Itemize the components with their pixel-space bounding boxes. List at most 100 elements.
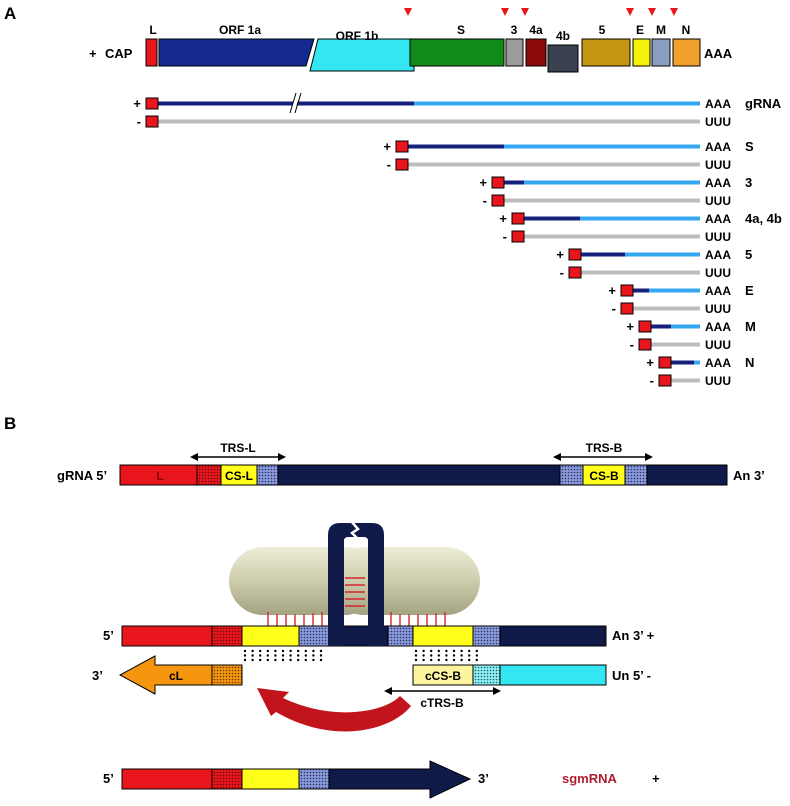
segment-orf4a-label: 4a (529, 23, 543, 37)
plus-strand-cs-l (241, 625, 300, 647)
minus-strand-line (406, 162, 700, 167)
pair-dot (259, 654, 262, 657)
plus-leader-box (658, 356, 672, 369)
transcript-name: S (745, 139, 754, 154)
plus-strand-3prime-region (524, 180, 700, 185)
minus-sign: - (630, 337, 634, 352)
poly-u-label: UUU (705, 230, 731, 244)
rna-break-symbol (350, 520, 361, 542)
plus-sign: + (499, 211, 507, 226)
plus-strand-3prime: An 3’ + (612, 628, 655, 643)
pair-dot (266, 654, 269, 657)
pair-dot (437, 658, 440, 662)
poly-a-label: AAA (705, 284, 731, 298)
plus-strand-3prime-region (504, 144, 700, 149)
grna-bar: gRNA 5’ L CS-L CS-B An 3’ TRS-L TRS-B (57, 441, 765, 486)
segment-orf1b-label: ORF 1b (336, 29, 379, 43)
trs-marker (501, 8, 509, 16)
pair-dot (430, 649, 433, 653)
pair-dot (422, 654, 425, 657)
poly-u-label: UUU (705, 115, 731, 129)
template-switch-complex: 5’ An 3’ + 3’ cL cCS-B Un 5’ - cTRS-B (92, 520, 655, 732)
segment-orf5-label: 5 (599, 23, 606, 37)
plus-leader-box (395, 140, 409, 153)
segment-s (409, 38, 505, 67)
minus-strand-body (499, 664, 607, 686)
minus-strand-5prime: Un 5’ - (612, 668, 651, 683)
minus-leader-box (638, 338, 652, 351)
pair-dot (289, 654, 292, 657)
pair-dot (289, 649, 292, 653)
minus-strand-line (631, 306, 700, 311)
pair-dot (414, 649, 418, 653)
segment-m-label: M (656, 23, 666, 37)
poly-a-label: AAA (705, 248, 731, 262)
grna-cs-b-right-dotted (624, 464, 648, 486)
minus-leader-box (491, 194, 505, 207)
protein-rna-contacts (267, 577, 446, 626)
pair-dot (243, 649, 247, 653)
plus-sign: + (608, 283, 616, 298)
genome-cap-label: CAP (105, 46, 133, 61)
minus-sign: - (503, 229, 507, 244)
poly-u-label: UUU (705, 158, 731, 172)
plus-sign: + (383, 139, 391, 154)
ctrs-b-arrow (384, 687, 501, 695)
plus-leader-box (638, 320, 652, 333)
grna-left-label: gRNA 5’ (57, 468, 107, 483)
pair-dot (430, 654, 433, 657)
minus-leader-box (145, 115, 159, 128)
minus-strand-line (502, 198, 700, 203)
sgmrna-name: sgmRNA (562, 771, 618, 786)
plus-leader-box (620, 284, 634, 297)
pair-dot (445, 658, 448, 662)
plus-strand-coding (522, 216, 580, 221)
plus-sign: + (646, 355, 654, 370)
pair-dot (445, 654, 448, 657)
pair-dot (312, 649, 315, 653)
looped-rna (328, 523, 384, 646)
poly-a-label: AAA (705, 320, 731, 334)
minus-sign: - (612, 301, 616, 316)
minus-strand-line (156, 119, 700, 124)
pair-dot (304, 654, 307, 657)
pair-dot (475, 649, 478, 653)
minus-strand-ccs-b-label: cCS-B (425, 669, 461, 683)
poly-a-label: AAA (705, 140, 731, 154)
segment-leader (145, 38, 158, 67)
transcript-name: N (745, 355, 754, 370)
pair-dot (437, 654, 440, 657)
segment-s-label: S (457, 23, 465, 37)
plus-strand-3prime-region (414, 101, 700, 106)
pair-dot (475, 658, 478, 662)
minus-leader-box (395, 158, 409, 171)
poly-u-label: UUU (705, 194, 731, 208)
transcript-name: 3 (745, 175, 752, 190)
segment-orf4b-label: 4b (556, 29, 570, 43)
pair-dot (251, 658, 254, 662)
trs-l-label: TRS-L (220, 441, 255, 455)
plus-strand-coding (631, 288, 649, 293)
grna-cs-b-left-dotted (559, 464, 584, 486)
pair-dot (251, 649, 254, 653)
poly-a-label: AAA (705, 356, 731, 370)
transcript-name: gRNA (745, 96, 782, 111)
pair-dot (281, 658, 285, 662)
minus-sign: - (560, 265, 564, 280)
plus-strand-3prime-region (625, 252, 700, 257)
segment-e (632, 38, 651, 67)
plus-sign: + (626, 319, 634, 334)
poly-u-label: UUU (705, 374, 731, 388)
poly-u-label: UUU (705, 338, 731, 352)
pair-dot (422, 649, 425, 653)
segment-orf1a (158, 38, 315, 67)
segment-e-label: E (636, 23, 644, 37)
pair-dot (312, 654, 315, 657)
pair-dot (289, 658, 292, 662)
pair-dot (312, 658, 315, 662)
segment-orf3-label: 3 (511, 23, 518, 37)
minus-strand-line (649, 342, 700, 347)
